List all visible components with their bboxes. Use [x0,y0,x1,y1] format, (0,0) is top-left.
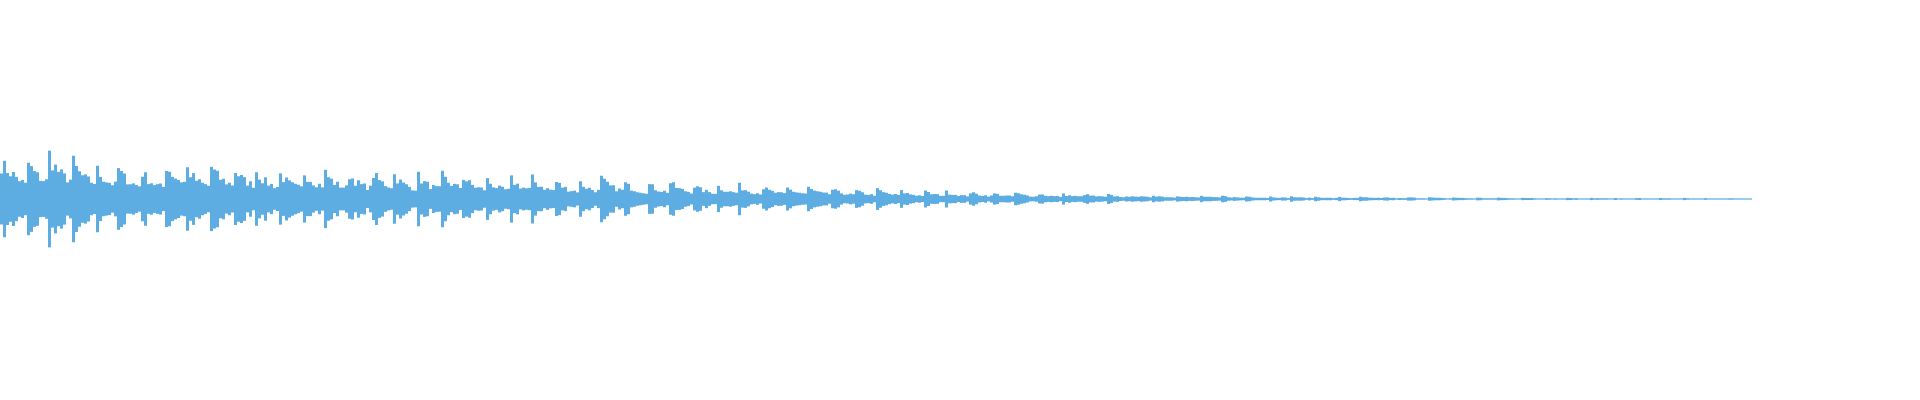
waveform-amplitude [0,150,1752,248]
